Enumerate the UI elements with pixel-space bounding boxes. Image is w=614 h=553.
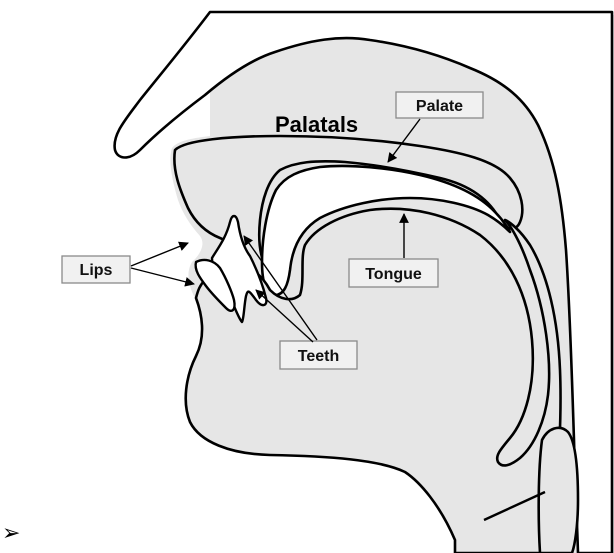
diagram-title: Palatals [275,112,358,137]
epiglottis [539,428,578,553]
bullet-arrow-icon: ➢ [2,523,20,545]
lips-arrow-lower [131,268,194,284]
teeth-label: Teeth [298,348,339,365]
lips-label: Lips [80,262,113,279]
tongue-label: Tongue [365,266,422,283]
lips-arrow-upper [131,243,188,266]
palate-label: Palate [416,98,463,115]
